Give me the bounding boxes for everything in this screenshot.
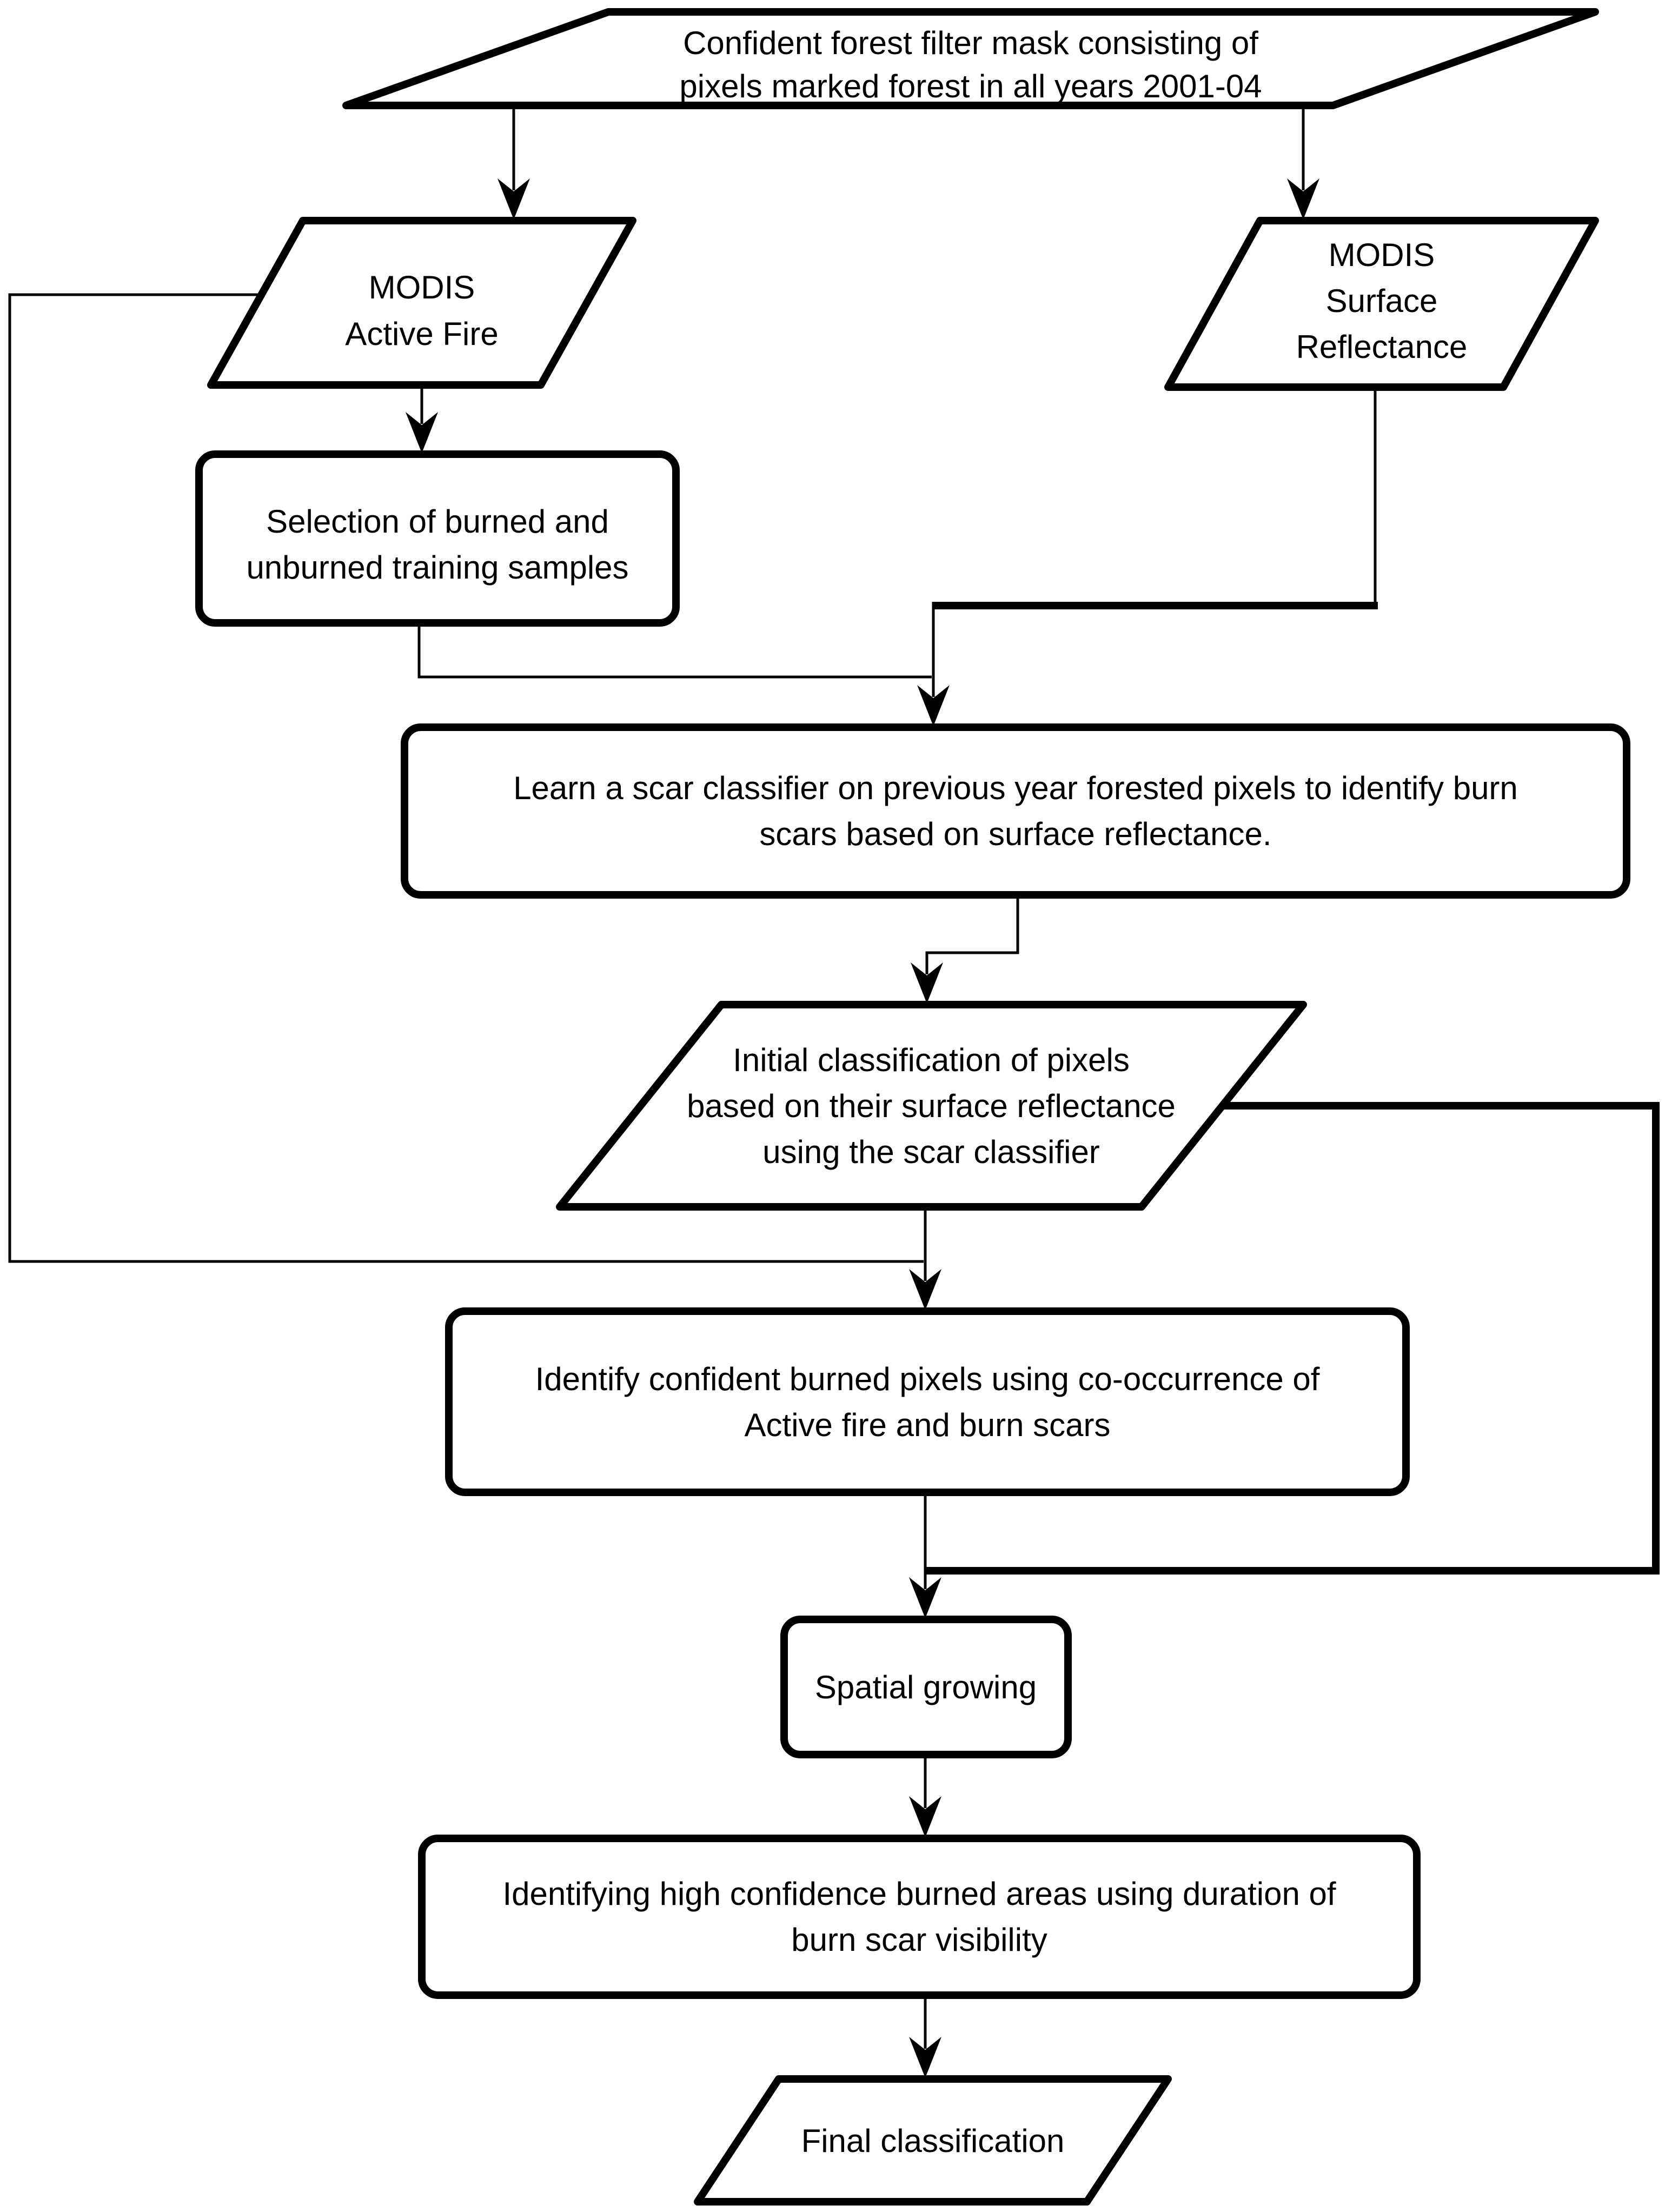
node-final-classification: Final classification <box>694 2075 1172 2206</box>
arrowhead-into-initial <box>911 962 943 1004</box>
training-samples-label: unburned training samples <box>246 549 628 586</box>
learn-classifier-label: scars based on surface reflectance. <box>759 816 1271 852</box>
arrowhead-into-learn <box>917 685 950 726</box>
node-identify-confident: Identify confident burned pixels using c… <box>445 1307 1410 1496</box>
node-high-confidence: Identifying high confidence burned areas… <box>418 1835 1421 1999</box>
initial-classification-label: Initial classification of pixels <box>733 1042 1130 1078</box>
node-forest-mask: Confident forest filter mask consisting … <box>342 8 1599 109</box>
connector-learn-to-initial-z <box>925 896 1019 974</box>
training-samples-label: Selection of burned and <box>266 503 609 540</box>
arrowhead-into-active-fire <box>497 178 530 220</box>
identify-confident-label: Active fire and burn scars <box>745 1407 1111 1443</box>
final-classification-label: Final classification <box>801 2123 1065 2159</box>
high-confidence-label: Identifying high confidence burned areas… <box>502 1876 1336 1912</box>
identify-confident-label: Identify confident burned pixels using c… <box>535 1361 1320 1397</box>
arrowhead-into-spatial <box>909 1577 941 1618</box>
forest-mask-shape <box>342 8 1599 109</box>
arrowhead-into-highconf <box>909 1796 941 1837</box>
arrowhead-into-identify <box>909 1269 941 1310</box>
node-spatial-growing: Spatial growing <box>780 1616 1072 1758</box>
spatial-growing-label: Spatial growing <box>815 1669 1037 1705</box>
arrowhead-into-final <box>909 2037 941 2078</box>
modis-active-fire-shape <box>207 217 636 389</box>
spatial-growing-shape <box>780 1616 1072 1758</box>
high-confidence-shape <box>418 1835 1421 1999</box>
connectors-thick <box>925 602 1660 1575</box>
arrowhead-into-training <box>406 412 438 453</box>
modis-active-fire-label: Active Fire <box>345 316 498 352</box>
learn-classifier-label: Learn a scar classifier on previous year… <box>513 770 1518 806</box>
forest-mask-label: Confident forest filter mask consisting … <box>683 25 1258 61</box>
modis-active-fire-label: MODIS <box>369 269 475 305</box>
connector-active-fire-left-loop <box>8 293 924 1263</box>
initial-classification-shape <box>556 1001 1307 1211</box>
final-classification-shape <box>694 2075 1172 2206</box>
node-training-samples: Selection of burned and unburned trainin… <box>195 450 680 627</box>
arrowheads <box>406 178 1319 2078</box>
high-confidence-label: burn scar visibility <box>791 1922 1047 1958</box>
node-modis-surface-reflectance: MODIS Surface Reflectance <box>1164 217 1599 391</box>
initial-classification-label: using the scar classifier <box>762 1134 1100 1170</box>
modis-surface-reflectance-label: MODIS <box>1329 237 1435 273</box>
node-learn-classifier: Learn a scar classifier on previous year… <box>401 723 1630 899</box>
initial-classification-label: based on their surface reflectance <box>687 1088 1176 1124</box>
identify-confident-shape <box>445 1307 1410 1496</box>
training-samples-shape <box>195 450 680 627</box>
modis-surface-reflectance-shape <box>1164 217 1599 391</box>
forest-mask-label: pixels marked forest in all years 2001-0… <box>679 68 1262 104</box>
node-initial-classification: Initial classification of pixels based o… <box>556 1001 1307 1211</box>
arrowhead-into-surface-reflectance <box>1287 178 1319 220</box>
connector-initial-right-loop <box>925 1102 1660 1575</box>
node-modis-active-fire: MODIS Active Fire <box>207 217 636 389</box>
modis-surface-reflectance-label: Reflectance <box>1296 329 1468 365</box>
learn-classifier-shape <box>401 723 1630 899</box>
connector-training-to-learn-elbow <box>417 625 932 679</box>
modis-surface-reflectance-label: Surface <box>1326 283 1438 319</box>
connectors-thin <box>8 108 1377 2049</box>
